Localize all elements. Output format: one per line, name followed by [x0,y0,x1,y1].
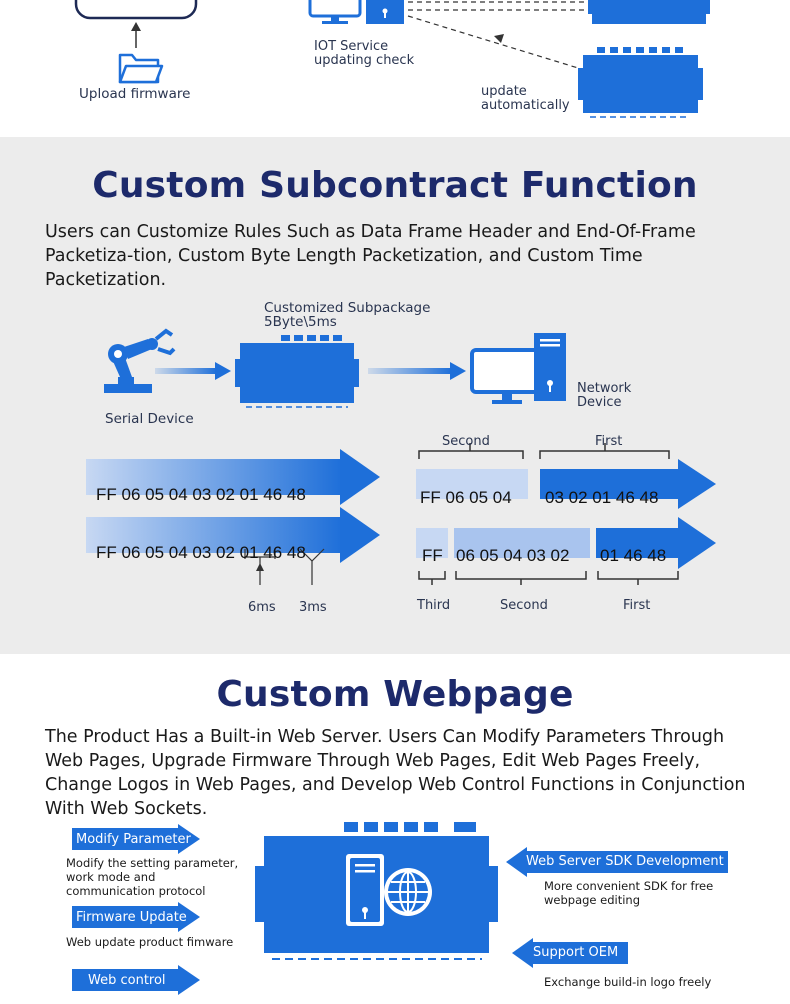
computer-icon [470,333,566,404]
frame-arrow-1 [86,449,380,505]
split1-first-label: First [595,434,623,449]
webpage-diagram [72,822,728,995]
split2-first-label: First [623,598,651,613]
split2-first-text: 01 46 48 [600,546,667,565]
serial-device-label: Serial Device [105,411,194,427]
split1-second-label: Second [442,434,490,449]
webpage-title: Custom Webpage [216,674,574,715]
subcontract-diagram [86,328,716,585]
support-oem-tag: Support OEM [533,945,619,960]
frame-1-text: FF 06 05 04 03 02 01 46 48 [96,485,306,504]
subcontract-section: Custom Subcontract Function Users can Cu… [0,137,790,654]
split-row-1 [416,443,716,509]
split1-first-text: 03 02 01 46 48 [545,488,659,507]
subcontract-title: Custom Subcontract Function [92,165,698,206]
folder-icon [118,53,164,84]
webpage-description: The Product Has a Built-in Web Server. U… [45,727,746,819]
robot-arm-icon [104,328,176,393]
upload-firmware-label: Upload firmware [79,86,191,102]
web-box [74,0,198,20]
tag-arrow-oem [512,938,628,968]
split1-second-text: FF 06 05 04 [420,488,512,507]
split-row-2 [416,517,716,585]
tag-arrow-control [72,965,200,995]
web-server-device-icon [255,822,498,960]
subpackage-label: Customized Subpackage 5Byte\5ms [264,300,431,330]
web-server-sdk-tag: Web Server SDK Development [526,854,724,869]
web-server-sdk-desc: More convenient SDK for free webpage edi… [544,879,714,907]
subcontract-description: Users can Customize Rules Such as Data F… [45,222,696,290]
time-6ms-label: 6ms [248,600,276,615]
update-automatically-label: update automatically [481,84,570,113]
ota-section: Upload firmware IOT Service updating che… [0,0,790,137]
split2-third-label: Third [417,598,451,613]
network-device-label: Network Device [577,381,632,410]
split2-third-text: FF [422,546,443,565]
split2-second-text: 06 05 04 03 02 [456,546,570,565]
iot-service-label: IOT Service updating check [314,39,415,68]
firmware-update-desc: Web update product fimware [66,935,234,949]
firmware-update-tag: Firmware Update [76,910,187,925]
modify-parameter-desc: Modify the setting parameter, work mode … [66,856,239,898]
tag-arrow-modify [72,824,200,854]
modify-parameter-tag: Modify Parameter [76,832,191,847]
tag-arrow-firmware [72,902,200,932]
frame-2-text: FF 06 05 04 03 02 01 46 48 [96,543,306,562]
time-3ms-label: 3ms [299,600,327,615]
split2-second-label: Second [500,598,548,613]
globe-icon [384,868,432,916]
web-control-tag: Web control [88,973,166,988]
converter-device-icon [235,335,359,408]
support-oem-desc: Exchange build-in logo freely [544,975,712,989]
device-bottom-icon [578,47,703,118]
tag-arrow-sdk [506,847,728,877]
monitor-icon [308,0,404,24]
device-top-icon [588,0,710,24]
ota-diagram [74,0,710,118]
webpage-section: Custom Webpage The Product Has a Built-i… [0,654,790,1000]
frame-arrow-2 [86,507,380,563]
